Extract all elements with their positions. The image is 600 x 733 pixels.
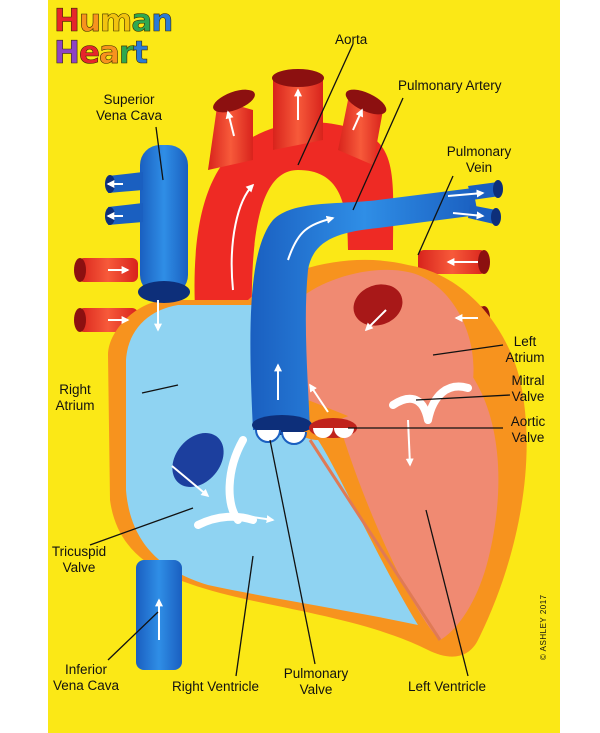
label-inferior-vena-cava-line1: Inferior — [64, 662, 108, 677]
label-left-ventricle: Left Ventricle — [408, 679, 487, 694]
label-pulmonary-vein-line1: Pulmonary — [446, 144, 512, 159]
label-pulmonary-vein-line2: Vein — [465, 160, 493, 175]
title-letter: r — [118, 35, 135, 71]
label-pulmonary-artery: Pulmonary Artery — [398, 78, 502, 93]
label-right-atrium-line1: Right — [59, 382, 91, 397]
title-letter: m — [100, 3, 133, 39]
left-atrium-chamber — [298, 269, 474, 420]
coronary-sinus-opening — [172, 433, 224, 487]
label-superior-vena-cava-line2: Vena Cava — [95, 108, 163, 123]
label-pulmonary-valve-line1: Pulmonary — [283, 666, 349, 681]
copyright: © ASHLEY 2017 — [539, 594, 548, 660]
label-left-atrium-line1: Left — [513, 334, 537, 349]
title-letter: H — [54, 35, 81, 71]
heart-diagram — [74, 43, 527, 677]
leader-lines — [89, 43, 511, 677]
aorta-shape — [194, 69, 394, 351]
mitral-valve-b — [424, 382, 472, 424]
pulmonary-vein-opening — [353, 284, 403, 326]
label-inferior-vena-cava: Inferior Vena Cava — [48, 662, 124, 694]
pulmonary-valve — [255, 429, 307, 445]
title-line-1: Human — [54, 3, 174, 39]
left-ventricle-chamber — [338, 370, 499, 640]
title-letter: t — [133, 35, 148, 71]
title-letter: u — [78, 3, 102, 39]
label-mitral-valve: Mitral Valve — [506, 373, 550, 405]
label-aortic-valve-line2: Valve — [511, 430, 545, 445]
title-letter: e — [78, 35, 101, 71]
label-inferior-vena-cava-line2: Vena Cava — [52, 678, 120, 693]
tricuspid-valve-b — [194, 512, 257, 529]
label-aortic-valve-line1: Aortic — [510, 414, 546, 429]
label-superior-vena-cava: Superior Vena Cava — [94, 92, 164, 124]
label-tricuspid-valve-line2: Valve — [62, 560, 96, 575]
label-pulmonary-valve-line2: Valve — [299, 682, 333, 697]
label-tricuspid-valve: Tricuspid Valve — [48, 544, 110, 576]
label-right-atrium-line2: Atrium — [55, 398, 95, 413]
title-letter: a — [131, 3, 153, 39]
flow-arrows — [106, 88, 485, 640]
septum — [308, 439, 442, 641]
label-right-atrium: Right Atrium — [50, 382, 100, 414]
aortic-valve — [309, 418, 357, 438]
right-chambers — [126, 305, 418, 625]
label-mitral-valve-line2: Valve — [511, 389, 545, 404]
label-aorta: Aorta — [335, 32, 368, 47]
valves — [194, 382, 472, 529]
title-letter: H — [54, 3, 81, 39]
label-pulmonary-vein: Pulmonary Vein — [443, 144, 515, 176]
title-letter: a — [98, 35, 121, 71]
label-tricuspid-valve-line1: Tricuspid — [51, 544, 107, 559]
label-right-ventricle: Right Ventricle — [172, 679, 260, 694]
label-aortic-valve: Aortic Valve — [506, 414, 550, 446]
label-superior-vena-cava-line1: Superior — [103, 92, 155, 107]
label-left-atrium: Left Atrium — [503, 334, 547, 366]
label-mitral-valve-line1: Mitral — [511, 373, 545, 388]
title-line-2: Heart — [54, 35, 149, 71]
superior-vena-cava-shape — [105, 145, 190, 303]
label-pulmonary-valve: Pulmonary Valve — [278, 666, 354, 698]
poster: Human Heart — [48, 0, 560, 733]
label-left-atrium-line2: Atrium — [505, 350, 545, 365]
title-letter: n — [151, 3, 174, 39]
